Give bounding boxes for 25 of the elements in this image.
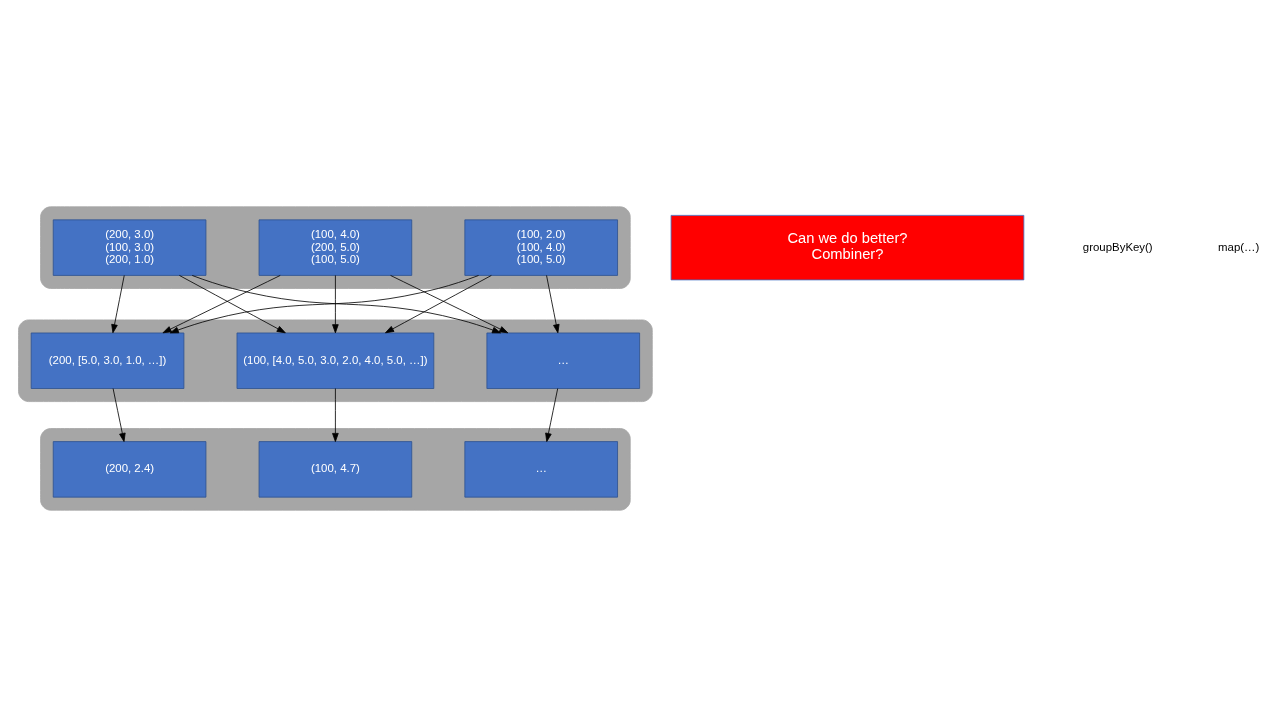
label: map(…) <box>1218 240 1260 253</box>
node-box: (100, 2.0) (100, 4.0) (100, 5.0) <box>464 219 618 276</box>
arrow <box>390 275 509 334</box>
cluster <box>18 319 653 402</box>
node-box: … <box>486 332 640 389</box>
arrow <box>179 275 286 334</box>
node-box: (200, [5.0, 3.0, 1.0, …]) <box>30 332 185 389</box>
arrow <box>332 388 339 442</box>
node-box: (200, 3.0) (100, 3.0) (200, 1.0) <box>52 219 207 276</box>
arrow <box>546 275 560 334</box>
arrow <box>162 275 281 334</box>
arrow <box>111 275 125 334</box>
arrow <box>332 275 339 334</box>
cluster <box>40 206 631 289</box>
node-box: (200, 2.4) <box>52 441 207 498</box>
cluster <box>40 428 631 511</box>
node-box: (100, 4.7) <box>258 441 413 498</box>
node-box: Can we do better? Combiner? <box>670 214 1025 281</box>
node-box: (100, 4.0) (200, 5.0) (100, 5.0) <box>258 219 413 276</box>
arrow <box>112 388 126 442</box>
label: groupByKey() <box>1082 240 1153 253</box>
arrow <box>385 275 492 334</box>
arrow <box>545 388 559 442</box>
node-box: (100, [4.0, 5.0, 3.0, 2.0, 4.0, 5.0, …]) <box>236 332 435 389</box>
node-box: … <box>464 441 618 498</box>
